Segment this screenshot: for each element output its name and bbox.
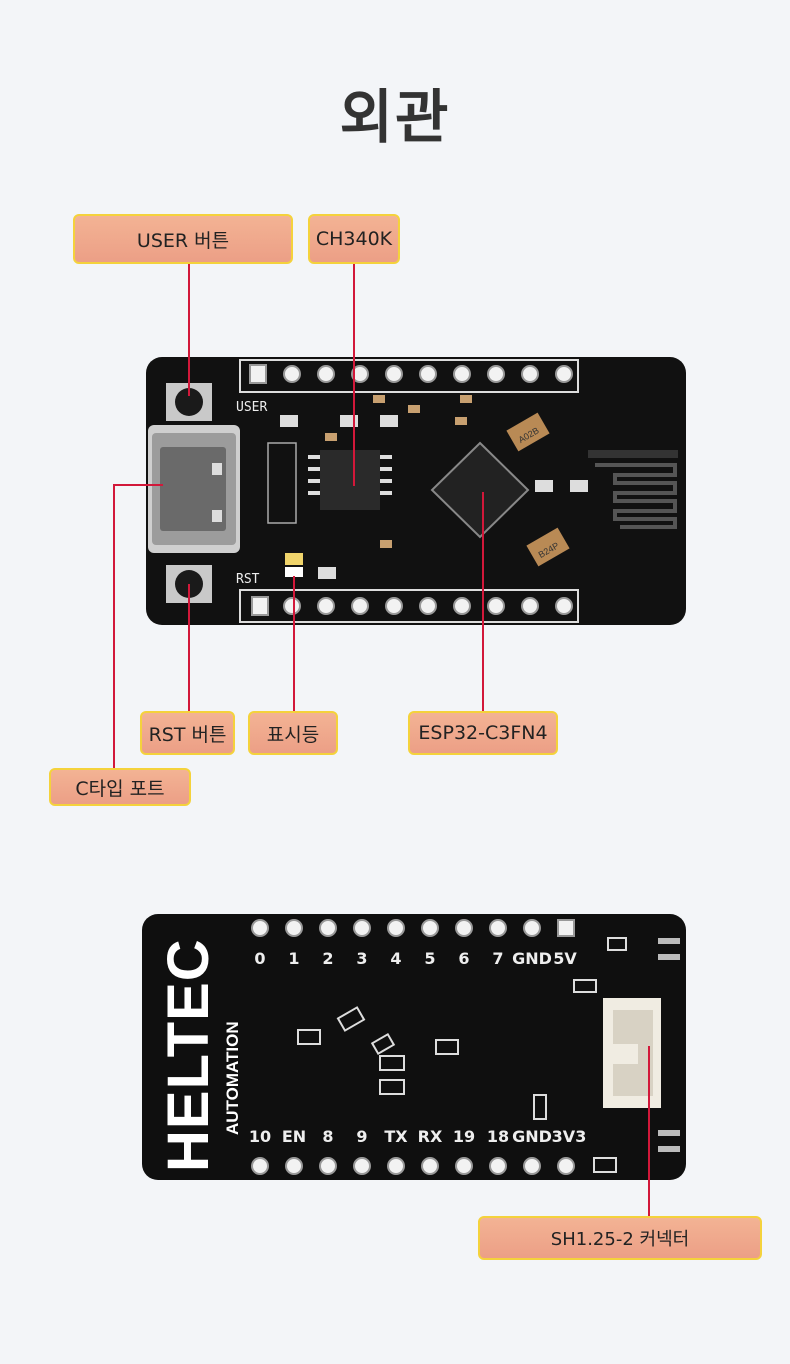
pin-bottom-8: GND	[512, 1127, 552, 1146]
pointer-rst-button	[188, 584, 190, 714]
pin-top-6: 6	[458, 949, 469, 968]
pin-bottom-5: RX	[418, 1127, 443, 1146]
pointer-ch340k	[353, 264, 355, 486]
label-user-button: USER 버튼	[73, 214, 293, 264]
label-esp32: ESP32-C3FN4	[408, 711, 558, 755]
back-board-image: HELTEC AUTOMATION 0 1 2 3 4 5 6 7 GND 5V…	[142, 914, 686, 1180]
label-typec-port: C타입 포트	[49, 768, 191, 806]
label-connector: SH1.25-2 커넥터	[478, 1216, 762, 1260]
pin-bottom-0: 10	[249, 1127, 271, 1146]
pin-top-0: 0	[254, 949, 265, 968]
pin-top-8: GND	[512, 949, 552, 968]
brand-logo-text: HELTEC	[156, 938, 221, 1172]
pin-bottom-9: 3V3	[552, 1127, 587, 1146]
pin-top-2: 2	[322, 949, 333, 968]
pin-top-1: 1	[288, 949, 299, 968]
pin-top-3: 3	[356, 949, 367, 968]
silk-user-text: USER	[236, 400, 267, 415]
pin-bottom-2: 8	[322, 1127, 333, 1146]
pointer-indicator	[293, 576, 295, 712]
pin-top-5: 5	[424, 949, 435, 968]
pin-bottom-1: EN	[282, 1127, 306, 1146]
page-title: 외관	[339, 83, 451, 151]
pin-top-4: 4	[390, 949, 401, 968]
front-board-image: USER RST A02B B24P	[146, 357, 686, 625]
pointer-typec-port-v	[113, 484, 115, 770]
pin-bottom-7: 18	[487, 1127, 509, 1146]
pin-bottom-4: TX	[384, 1127, 408, 1146]
silk-rst-text: RST	[236, 572, 260, 587]
pointer-connector	[648, 1046, 650, 1218]
pin-top-9: 5V	[553, 949, 577, 968]
pointer-esp32	[482, 492, 484, 712]
pin-bottom-3: 9	[356, 1127, 367, 1146]
brand-sub-text: AUTOMATION	[223, 1021, 242, 1135]
label-rst-button: RST 버튼	[140, 711, 235, 755]
pin-bottom-6: 19	[453, 1127, 475, 1146]
pointer-user-button	[188, 264, 190, 396]
label-ch340k: CH340K	[308, 214, 400, 264]
pin-top-7: 7	[492, 949, 503, 968]
pointer-typec-port-h	[113, 484, 163, 486]
label-indicator: 표시등	[248, 711, 338, 755]
